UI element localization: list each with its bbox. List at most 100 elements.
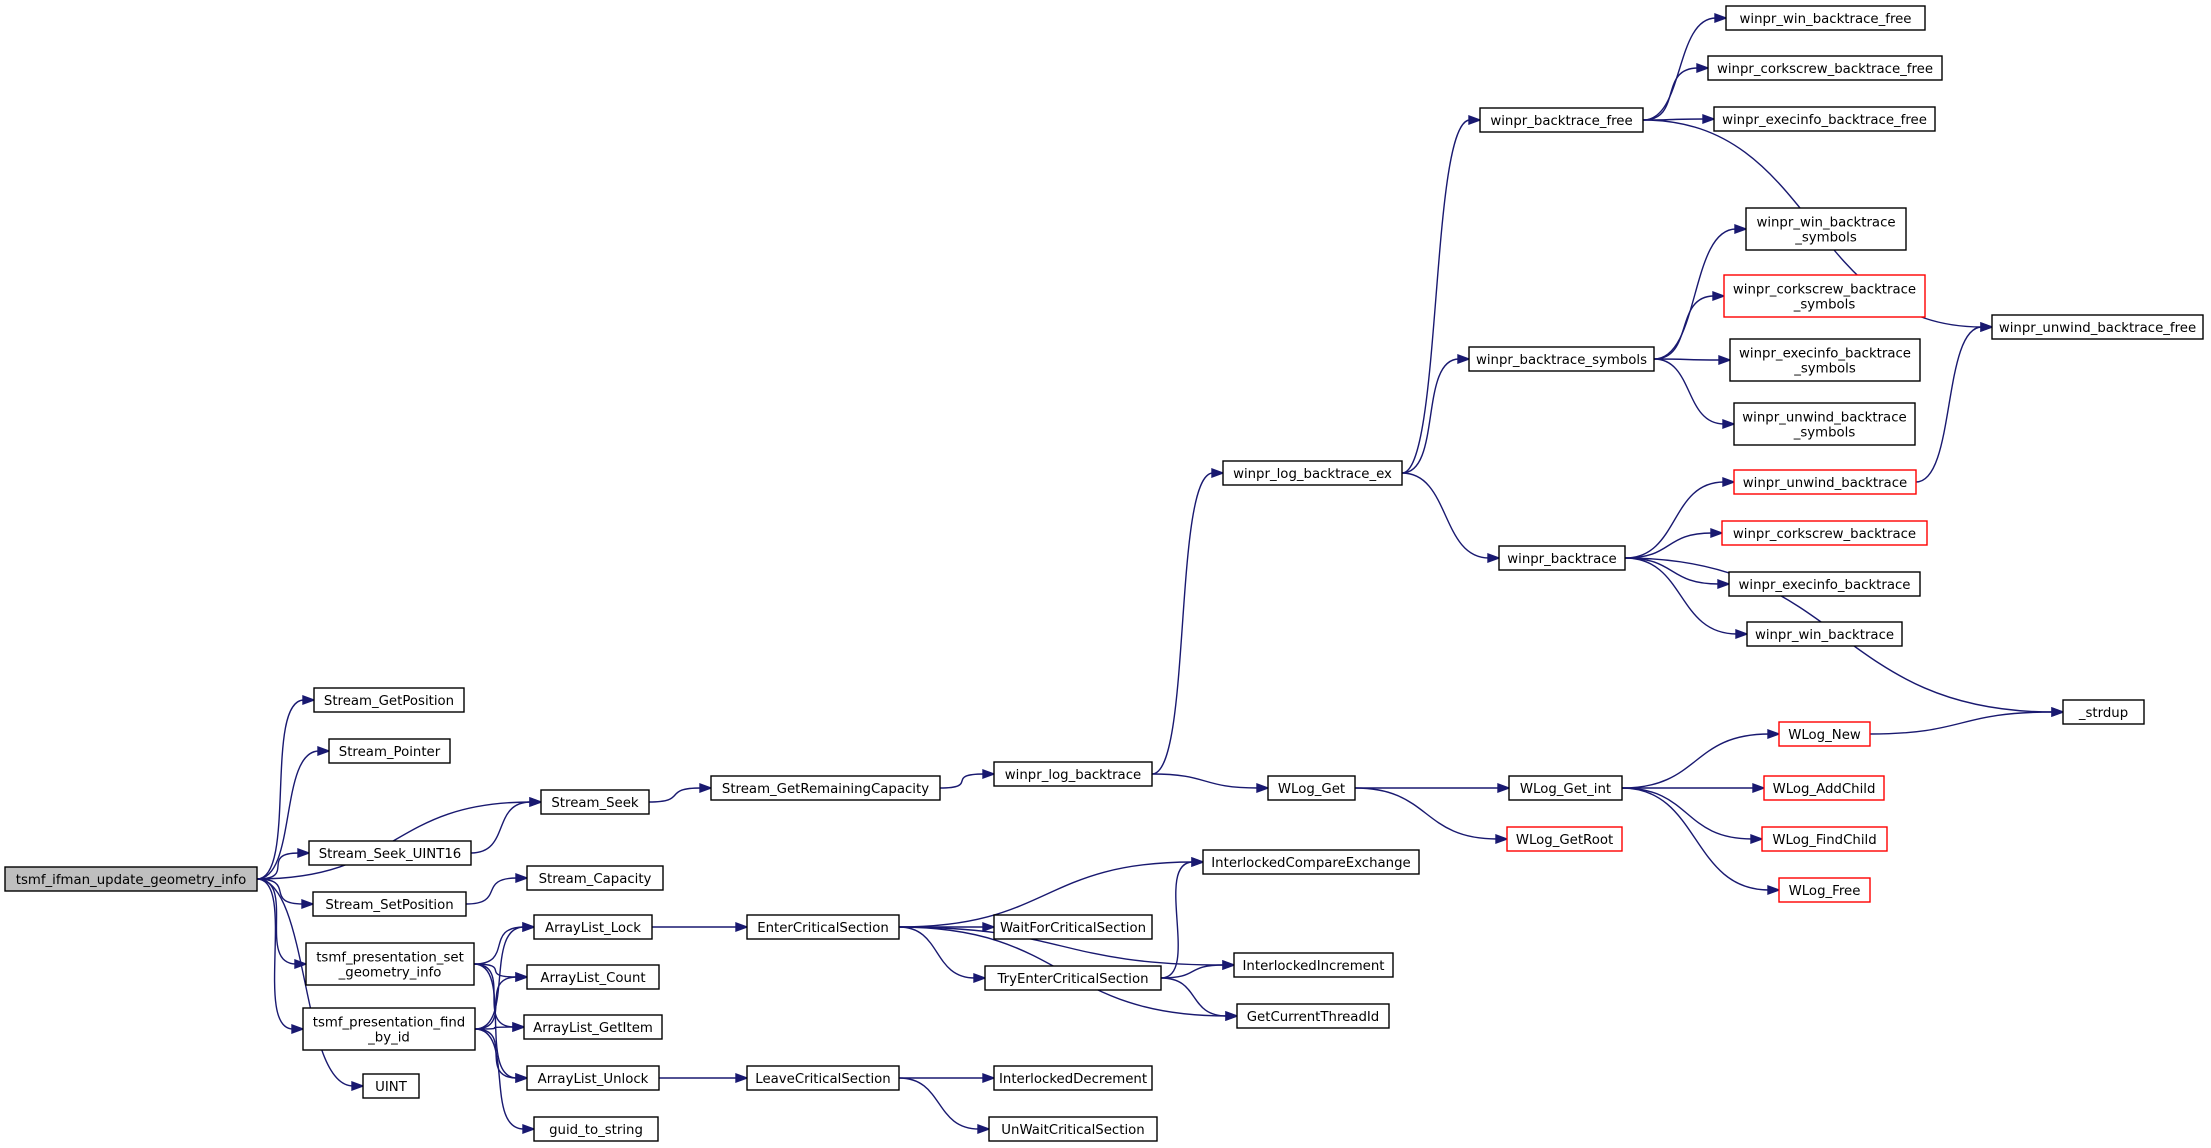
function-label: winpr_win_backtrace — [1756, 216, 1895, 231]
function-label: winpr_corkscrew_backtrace — [1733, 527, 1916, 542]
function-node-presfind[interactable]: tsmf_presentation_find_by_id — [302, 1007, 476, 1051]
function-node-wloggetint[interactable]: WLog_Get_int — [1508, 775, 1623, 801]
function-node-setpos[interactable]: Stream_SetPosition — [312, 891, 467, 917]
function-nodes: tsmf_ifman_update_geometry_info Stream_Ge… — [4, 5, 2204, 1142]
function-node-gettid[interactable]: GetCurrentThreadId — [1236, 1003, 1390, 1029]
function-node-execbtfree[interactable]: winpr_execinfo_backtrace_free — [1713, 106, 1936, 132]
edge-logbtex-to-btfree — [1401, 115, 1483, 474]
edge-logbtex-to-btsym — [1401, 354, 1472, 474]
function-label: _symbols — [1793, 298, 1856, 313]
function-label: Stream_GetPosition — [324, 694, 454, 709]
function-node-btfree[interactable]: winpr_backtrace_free — [1479, 107, 1644, 133]
function-node-unwaitcs[interactable]: UnWaitCriticalSection — [988, 1116, 1158, 1142]
function-node-root[interactable]: tsmf_ifman_update_geometry_info — [4, 866, 258, 892]
edge-bt-to-execbt — [1624, 557, 1732, 589]
edge-logbt-to-logbtex — [1151, 468, 1226, 775]
function-node-al_count[interactable]: ArrayList_Count — [526, 964, 660, 990]
function-node-execbtsym[interactable]: winpr_execinfo_backtrace_symbols — [1729, 338, 1921, 382]
edge-btsym-to-unwindbtsym — [1653, 358, 1737, 429]
function-node-corkbt[interactable]: winpr_corkscrew_backtrace — [1721, 520, 1928, 546]
edge-wloggetint-to-wlognew — [1621, 729, 1782, 789]
edge-tryentercs-to-iinc — [1160, 960, 1237, 979]
function-node-iinc[interactable]: InterlockedIncrement — [1233, 952, 1394, 978]
function-node-remcap[interactable]: Stream_GetRemainingCapacity — [710, 775, 941, 801]
edge-remcap-to-logbt — [939, 769, 997, 789]
function-node-unwindbtfree[interactable]: winpr_unwind_backtrace_free — [1991, 314, 2204, 340]
function-node-wlogget[interactable]: WLog_Get — [1267, 775, 1356, 801]
function-node-waitcs[interactable]: WaitForCriticalSection — [993, 914, 1153, 940]
edge-root-to-uint — [256, 878, 366, 1091]
function-label: tsmf_presentation_find — [313, 1016, 465, 1031]
function-node-logbt[interactable]: winpr_log_backtrace — [993, 761, 1153, 787]
edge-presfind-to-al_unlock — [474, 1028, 530, 1083]
function-label: winpr_corkscrew_backtrace — [1733, 283, 1916, 298]
function-node-winbtsym[interactable]: winpr_win_backtrace_symbols — [1745, 207, 1907, 251]
edge-root-to-presfind — [256, 878, 306, 1034]
function-node-btsym[interactable]: winpr_backtrace_symbols — [1468, 346, 1655, 372]
edge-wloggetint-to-wlogfree — [1621, 787, 1782, 895]
edge-btfree-to-winbtfree — [1642, 13, 1729, 121]
function-node-wlogfree[interactable]: WLog_Free — [1778, 877, 1871, 903]
function-node-bt[interactable]: winpr_backtrace — [1498, 545, 1626, 571]
function-label: Stream_Seek — [551, 796, 639, 811]
function-label: _geometry_info — [338, 966, 442, 981]
function-label: WLog_New — [1788, 728, 1861, 743]
function-node-seek16[interactable]: Stream_Seek_UINT16 — [308, 840, 472, 866]
edge-root-to-seek — [256, 797, 544, 880]
function-node-corkbtsym[interactable]: winpr_corkscrew_backtrace_symbols — [1723, 274, 1926, 318]
function-node-winbtfree[interactable]: winpr_win_backtrace_free — [1725, 5, 1926, 31]
function-node-corkbtfree[interactable]: winpr_corkscrew_backtrace_free — [1707, 55, 1943, 81]
edge-root-to-getpos — [256, 695, 317, 880]
edge-bt-to-winbt — [1624, 557, 1750, 639]
edge-wloggetint-to-wlogaddchild — [1622, 783, 1767, 793]
function-label: winpr_execinfo_backtrace — [1739, 347, 1911, 362]
function-label: guid_to_string — [549, 1123, 643, 1138]
function-node-seek[interactable]: Stream_Seek — [540, 789, 650, 815]
function-label: WaitForCriticalSection — [1000, 921, 1146, 936]
function-label: winpr_backtrace_symbols — [1476, 353, 1647, 368]
edge-leavecs-to-unwaitcs — [898, 1077, 992, 1134]
function-node-wlogaddchild[interactable]: WLog_AddChild — [1763, 775, 1885, 801]
function-label: winpr_corkscrew_backtrace_free — [1717, 62, 1933, 77]
function-node-unwindbtsym[interactable]: winpr_unwind_backtrace_symbols — [1733, 402, 1916, 446]
function-node-entercs[interactable]: EnterCriticalSection — [746, 914, 900, 940]
function-node-winbt[interactable]: winpr_win_backtrace — [1746, 621, 1903, 647]
function-label: UnWaitCriticalSection — [1001, 1123, 1144, 1138]
function-node-leavecs[interactable]: LeaveCriticalSection — [746, 1065, 900, 1091]
function-label: Stream_SetPosition — [325, 898, 453, 913]
function-node-wloggetroot[interactable]: WLog_GetRoot — [1506, 826, 1623, 852]
edge-tryentercs-to-gettid — [1160, 977, 1240, 1021]
edge-logbt-to-wlogget — [1151, 773, 1271, 793]
function-node-idec[interactable]: InterlockedDecrement — [993, 1065, 1153, 1091]
function-node-strdup[interactable]: _strdup — [2062, 699, 2145, 725]
function-label: TryEnterCriticalSection — [996, 972, 1148, 987]
function-node-guid[interactable]: guid_to_string — [533, 1116, 659, 1142]
function-node-wlognew[interactable]: WLog_New — [1778, 721, 1871, 747]
function-node-unwindbt[interactable]: winpr_unwind_backtrace — [1733, 469, 1917, 495]
function-label: tsmf_presentation_set — [316, 951, 464, 966]
function-label: winpr_win_backtrace — [1755, 628, 1894, 643]
function-node-getpos[interactable]: Stream_GetPosition — [313, 687, 465, 713]
edge-tryentercs-to-icx — [1160, 857, 1206, 979]
function-label: _strdup — [2078, 706, 2128, 721]
function-node-logbtex[interactable]: winpr_log_backtrace_ex — [1222, 460, 1403, 486]
function-node-al_lock[interactable]: ArrayList_Lock — [533, 914, 653, 940]
function-node-al_unlock[interactable]: ArrayList_Unlock — [526, 1065, 660, 1091]
function-node-capacity[interactable]: Stream_Capacity — [526, 865, 664, 891]
function-node-presset[interactable]: tsmf_presentation_set_geometry_info — [305, 942, 475, 986]
function-label: WLog_Get — [1278, 782, 1345, 797]
function-node-execbt[interactable]: winpr_execinfo_backtrace — [1728, 571, 1921, 597]
edge-logbtex-to-bt — [1401, 472, 1502, 563]
function-node-icx[interactable]: InterlockedCompareExchange — [1202, 849, 1420, 875]
edge-seek16-to-seek — [470, 797, 544, 854]
edge-bt-to-corkbt — [1624, 528, 1725, 559]
function-node-uint[interactable]: UINT — [362, 1073, 420, 1099]
function-node-pointer[interactable]: Stream_Pointer — [328, 738, 451, 764]
function-label: winpr_unwind_backtrace_free — [1999, 321, 2196, 336]
function-node-tryentercs[interactable]: TryEnterCriticalSection — [984, 965, 1162, 991]
call-edges — [256, 13, 2066, 1134]
function-node-al_getitem[interactable]: ArrayList_GetItem — [523, 1014, 663, 1040]
function-label: UINT — [375, 1080, 408, 1095]
function-node-wlogfindchild[interactable]: WLog_FindChild — [1761, 826, 1888, 852]
